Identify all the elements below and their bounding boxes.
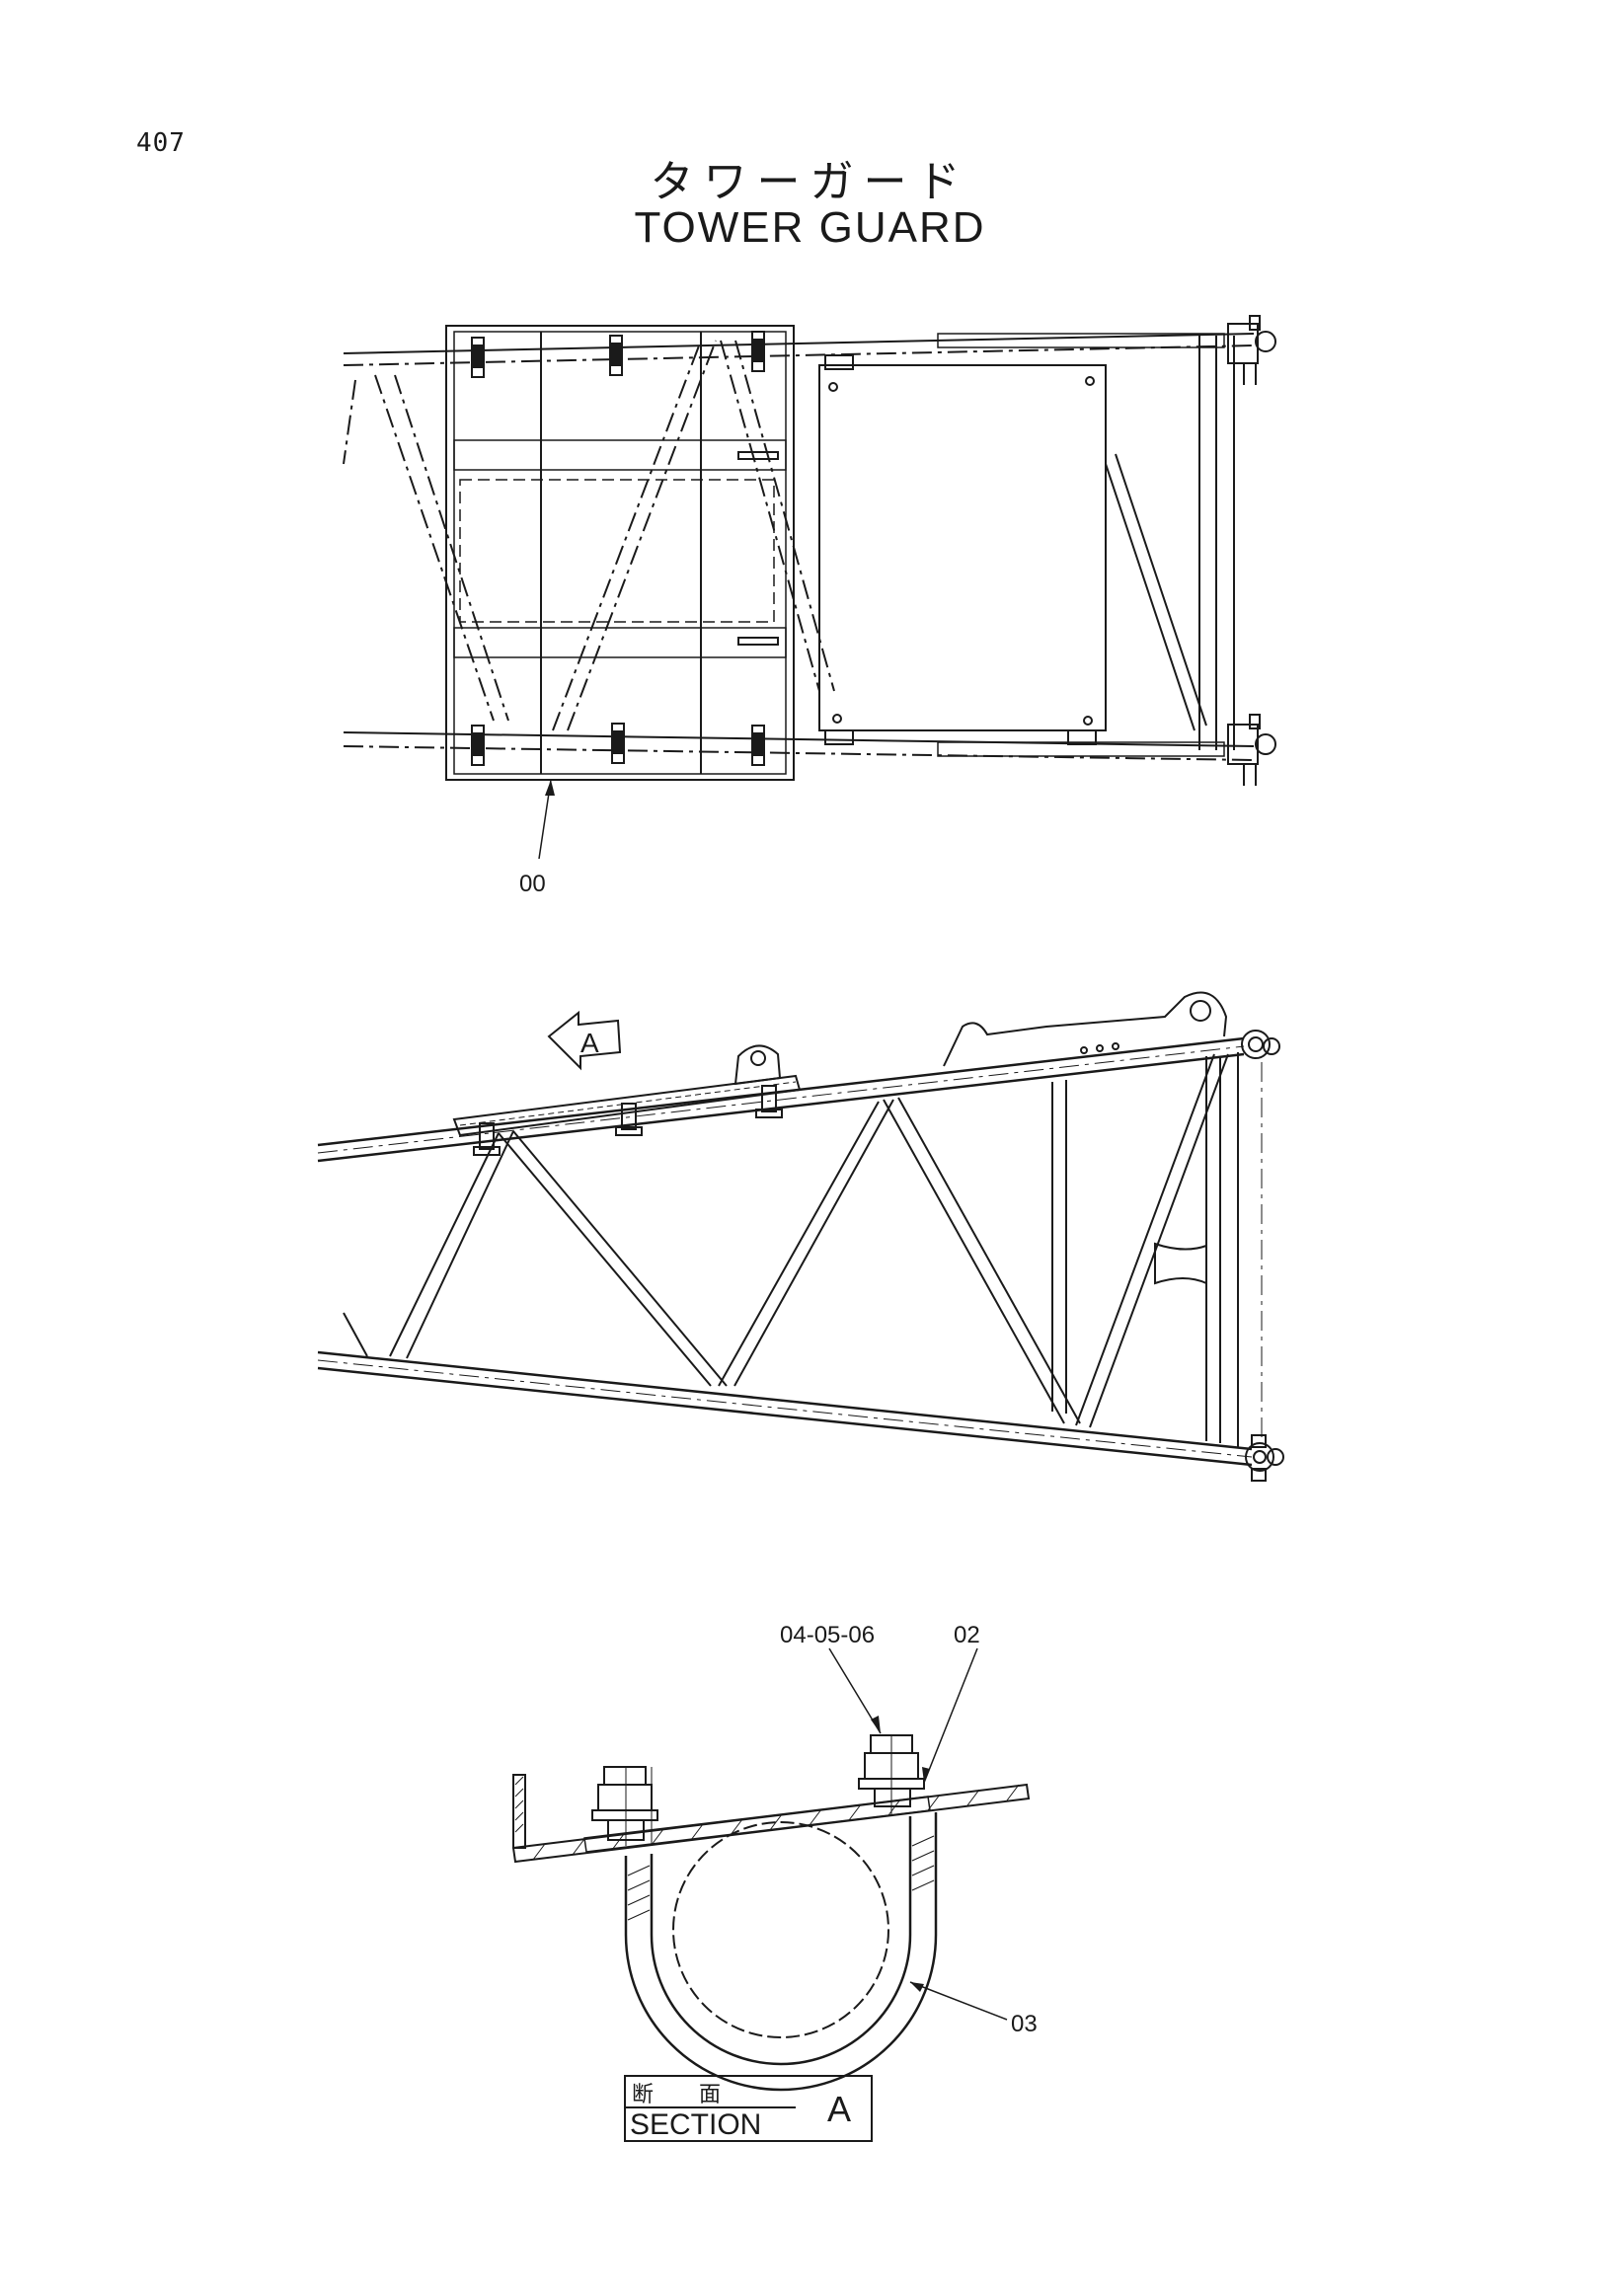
section-label-japanese: 断面 <box>632 2083 767 2107</box>
section-label-english: SECTION <box>630 2108 762 2141</box>
section-label-letter: A <box>827 2089 852 2129</box>
side-view <box>317 991 1284 1482</box>
callout-bolt-nut-washer: 04-05-06 <box>780 1622 875 1648</box>
view-arrow-label: A <box>580 1028 599 1058</box>
callout-u-bolt: 03 <box>1011 2011 1038 2037</box>
top-view <box>343 315 1276 860</box>
title-japanese: タワーガード <box>650 157 970 207</box>
section-label-divider <box>626 2106 796 2108</box>
title-english: TOWER GUARD <box>634 203 986 252</box>
callout-plate: 02 <box>954 1622 980 1648</box>
section-a-view <box>511 1647 1031 2092</box>
page-number: 407 <box>136 128 186 158</box>
section-label-box: 断面 SECTION A <box>624 2075 873 2142</box>
callout-guard-assembly: 00 <box>519 871 546 897</box>
